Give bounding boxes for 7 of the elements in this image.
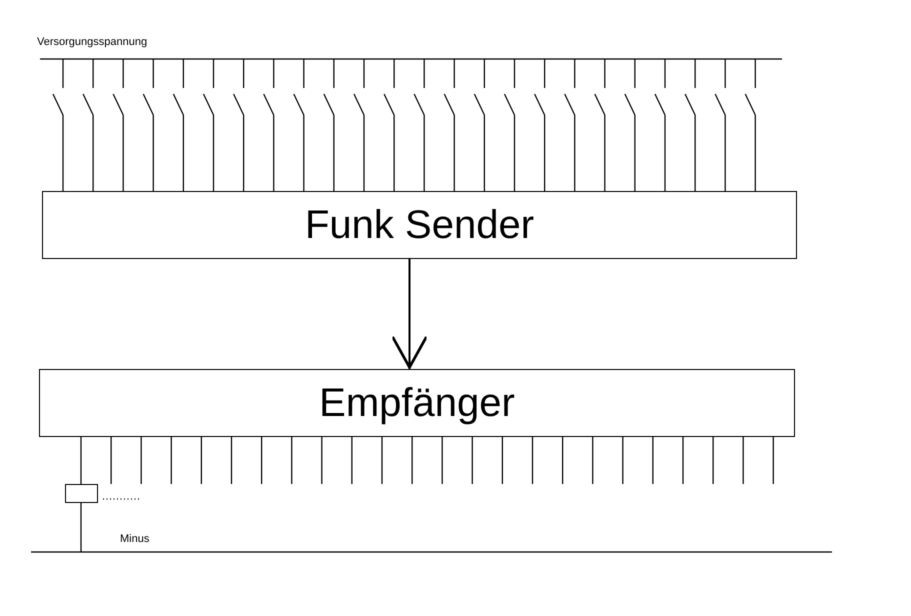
block-box: Funk Sender xyxy=(42,191,797,259)
arrow xyxy=(391,259,428,369)
relay-box xyxy=(65,484,98,503)
block-box: Empfänger xyxy=(39,369,795,437)
bus-label: Minus xyxy=(120,534,150,545)
connector-line xyxy=(80,437,82,484)
bus-label: Versorgungsspannung xyxy=(37,37,148,48)
